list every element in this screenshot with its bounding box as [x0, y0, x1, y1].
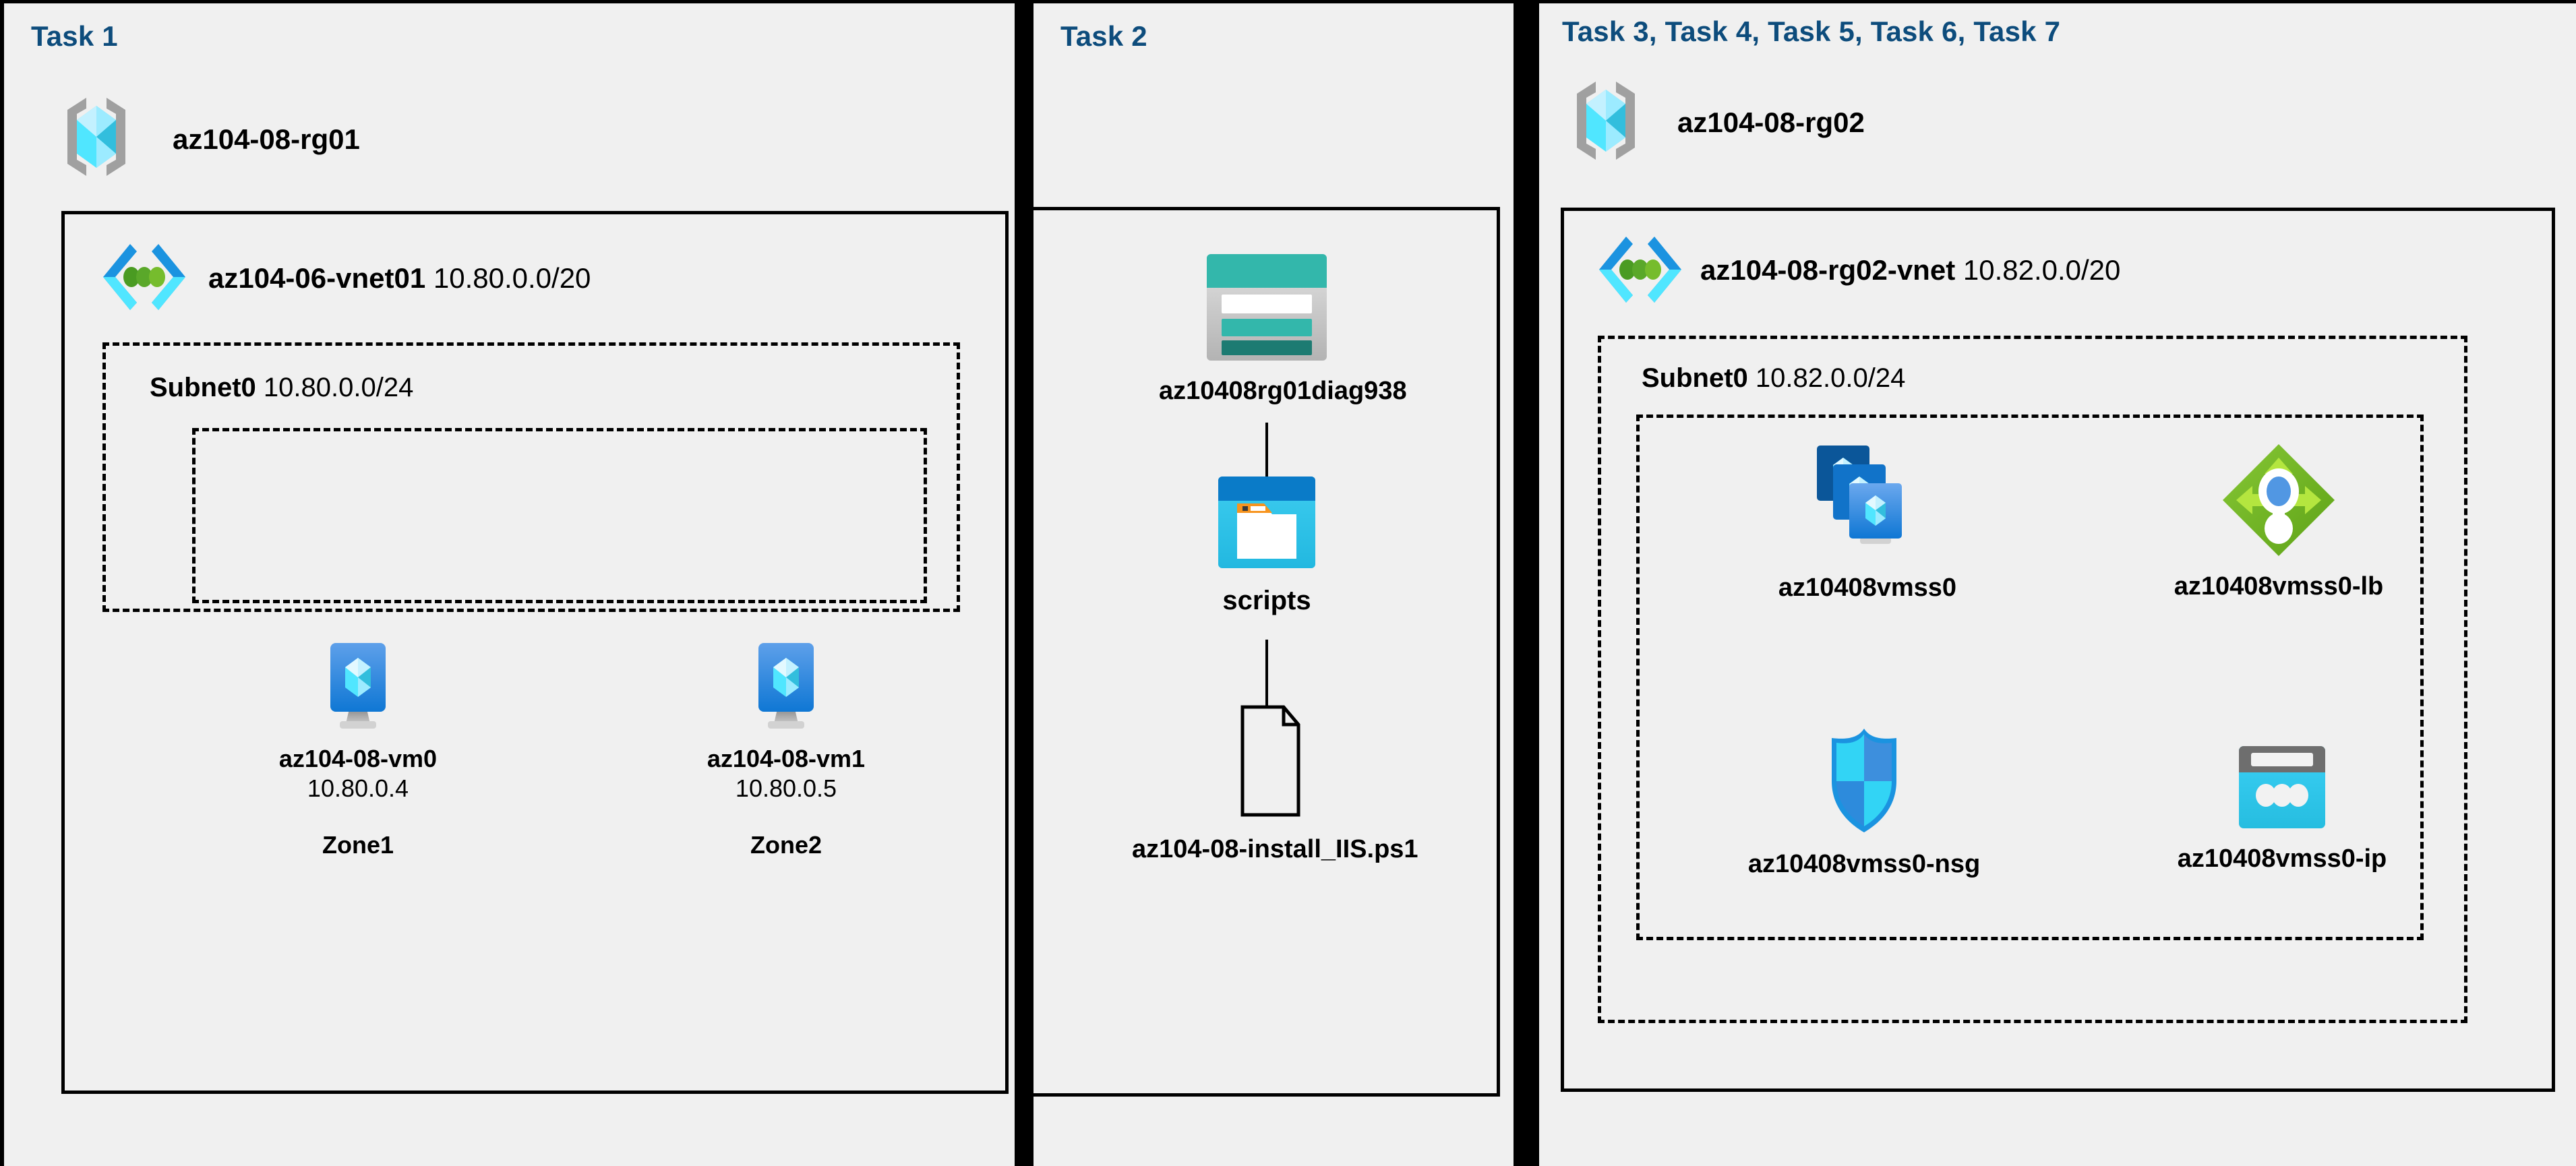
load-balancer-name: az10408vmss0-lb [2174, 572, 2384, 601]
vm-node-1[interactable]: az104-08-vm1 10.80.0.5 Zone2 [685, 639, 887, 859]
virtual-network-icon [100, 240, 188, 314]
vm-group-box-task1 [192, 428, 927, 603]
vm-zone-0: Zone1 [322, 830, 394, 859]
script-file-node[interactable]: az104-08-install_IIS.ps1 [1132, 704, 1418, 864]
public-ip-node[interactable]: az10408vmss0-ip [2140, 743, 2424, 873]
subnet-label-task1: Subnet0 10.80.0.0/24 [150, 373, 413, 403]
panel-task-2: Task 2 az10 [1034, 3, 1514, 1166]
nsg-name: az10408vmss0-nsg [1747, 850, 1981, 878]
subnet-box-task3: Subnet0 10.82.0.0/24 [1598, 336, 2467, 1023]
load-balancer-node[interactable]: az10408vmss0-lb [2124, 440, 2434, 601]
nsg-node[interactable]: az10408vmss0-nsg [1709, 723, 2019, 879]
canvas-top-border [0, 0, 2576, 3]
blob-container-name: scripts [1222, 586, 1311, 615]
vm-scale-set-icon [1803, 440, 1931, 561]
panel-divider-1 [1015, 0, 1034, 1166]
vnet-cidr: 10.82.0.0/20 [1963, 254, 2121, 286]
vnet-label-task3: az104-08-rg02-vnet 10.82.0.0/20 [1700, 254, 2120, 286]
vnet-cidr: 10.80.0.0/20 [433, 262, 591, 294]
subnet-box-task1: Subnet0 10.80.0.0/24 [102, 342, 960, 612]
file-icon [1224, 704, 1309, 818]
canvas-left-border [0, 0, 4, 1166]
public-ip-address-icon [2235, 743, 2329, 831]
virtual-network-icon [1596, 233, 1684, 307]
resource-group-icon [57, 94, 136, 180]
virtual-machine-icon [321, 639, 395, 733]
storage-account-name: az10408rg01diag938 [1159, 377, 1407, 405]
load-balancer-icon [2219, 440, 2339, 560]
resource-group-box-task3 [1636, 415, 2424, 940]
vm-node-0[interactable]: az104-08-vm0 10.80.0.4 Zone1 [257, 639, 459, 859]
task-3-7-title: Task 3, Task 4, Task 5, Task 6, Task 7 [1562, 16, 2061, 47]
vm-zone-1: Zone2 [750, 830, 822, 859]
vnet-container-task1: az104-06-vnet01 10.80.0.0/20 Subnet0 10.… [61, 211, 1009, 1094]
vm-name-1: az104-08-vm1 [707, 745, 866, 772]
subnet-cidr: 10.80.0.0/24 [263, 373, 414, 402]
connector-storage-to-container [1265, 423, 1268, 478]
resource-group-name: az104-08-rg01 [173, 123, 360, 155]
resource-group-name: az104-08-rg02 [1677, 106, 1865, 138]
panel-task-1: Task 1 az104-08-rg01 [4, 3, 1015, 1166]
vnet-name: az104-08-rg02-vnet [1700, 254, 1956, 286]
connector-container-to-file [1265, 640, 1268, 707]
vnet-label-task1: az104-06-vnet01 10.80.0.0/20 [208, 262, 591, 295]
panel-divider-2 [1514, 0, 1539, 1166]
network-security-group-icon [1821, 723, 1907, 836]
resource-group-label: az104-08-rg02 [1677, 106, 1865, 139]
subnet-cidr: 10.82.0.0/24 [1755, 363, 1906, 393]
storage-account-icon [1205, 253, 1328, 362]
task-2-title: Task 2 [1060, 20, 1147, 52]
subnet-name: Subnet0 [1642, 363, 1748, 393]
blob-container-icon [1217, 475, 1317, 570]
vmss-node[interactable]: az10408vmss0 [1726, 440, 2009, 603]
vnet-container-task3: az104-08-rg02-vnet 10.82.0.0/20 Subnet0 … [1561, 208, 2555, 1092]
public-ip-name: az10408vmss0-ip [2177, 845, 2387, 873]
blob-container-node[interactable]: scripts [1159, 475, 1375, 616]
subnet-label-task3: Subnet0 10.82.0.0/24 [1642, 363, 1905, 394]
virtual-machine-icon [749, 639, 823, 733]
subnet-name: Subnet0 [150, 373, 256, 402]
vmss-name: az10408vmss0 [1778, 574, 1957, 602]
vm-ip-0: 10.80.0.4 [307, 774, 409, 803]
storage-account-node[interactable]: az10408rg01diag938 [1159, 253, 1407, 406]
panel-task-3-7: Task 3, Task 4, Task 5, Task 6, Task 7 a… [1539, 3, 2576, 1166]
resource-group-label: az104-08-rg01 [173, 123, 360, 156]
task-1-title: Task 1 [31, 20, 118, 52]
script-file-name: az104-08-install_IIS.ps1 [1132, 835, 1418, 863]
resource-group-icon [1566, 78, 1646, 164]
vm-ip-1: 10.80.0.5 [735, 774, 837, 803]
vnet-name: az104-06-vnet01 [208, 262, 426, 294]
vm-name-0: az104-08-vm0 [278, 745, 438, 772]
